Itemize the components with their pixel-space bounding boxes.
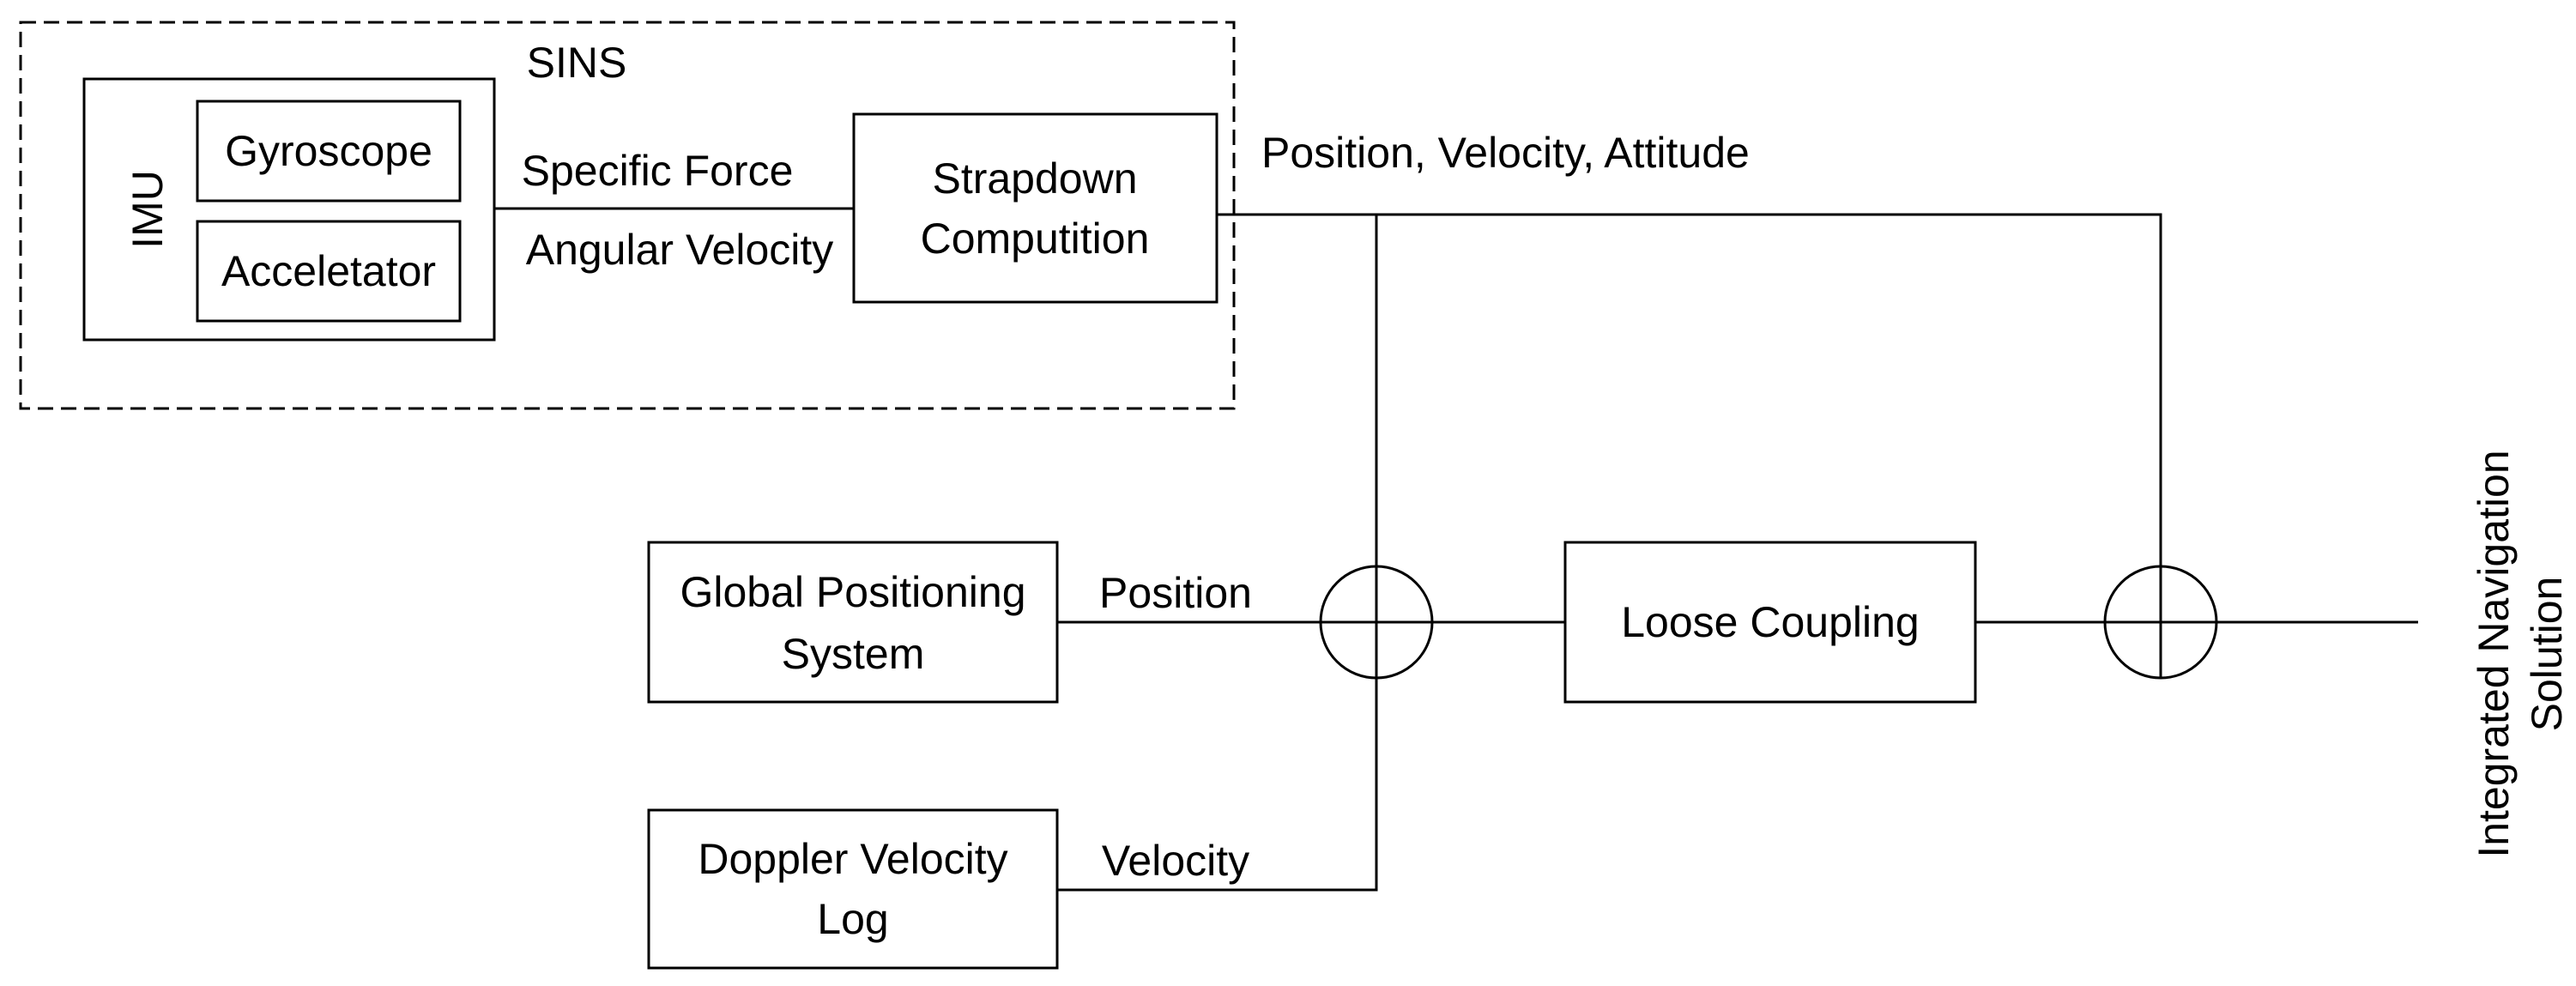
gps-box (647, 541, 1059, 704)
gyroscope-box (196, 100, 462, 203)
accelerometer-label: Acceletator (221, 247, 436, 295)
gyroscope-label: Gyroscope (225, 127, 432, 175)
position-label: Position (1099, 569, 1252, 617)
angular-velocity-label: Angular Velocity (526, 226, 834, 274)
output-label-line2: Solution (2523, 577, 2571, 732)
sins-boundary (19, 21, 1236, 410)
imu-label: IMU (124, 170, 172, 249)
pva-bus-line (1217, 213, 2162, 566)
dvl-box (647, 808, 1059, 970)
strapdown-label-line2: Computition (921, 215, 1150, 263)
pva-label: Position, Velocity, Attitude (1261, 129, 1750, 177)
loose-coupling-label: Loose Coupling (1621, 598, 1920, 646)
dvl-label-line2: Log (817, 895, 888, 943)
strapdown-label-line1: Strapdown (932, 154, 1137, 203)
dvl-label-line1: Doppler Velocity (698, 835, 1007, 883)
summing-junction-1 (1319, 565, 1434, 680)
sins-title: SINS (527, 39, 627, 87)
specific-force-label: Specific Force (522, 147, 794, 195)
gps-label-line2: System (782, 630, 925, 678)
gps-label-line1: Global Positioning (680, 568, 1025, 616)
summing-junction-2 (2103, 565, 2218, 680)
strapdown-box (852, 112, 1218, 304)
velocity-label: Velocity (1102, 837, 1249, 885)
dvl-to-sum1-arrow (1057, 678, 1378, 892)
output-label-line1: Integrated Navigation (2470, 450, 2518, 857)
accelerometer-box (196, 220, 462, 323)
